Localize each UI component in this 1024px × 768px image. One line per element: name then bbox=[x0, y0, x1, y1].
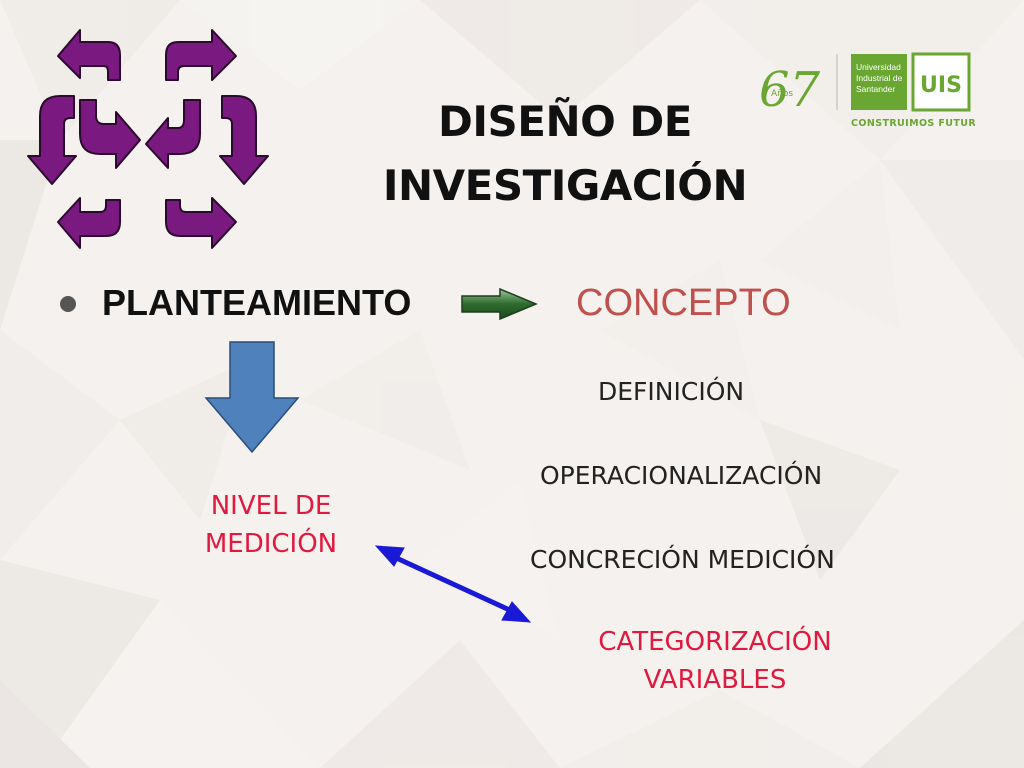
concrecion-medicion-label: CONCRECIÓN MEDICIÓN bbox=[530, 545, 835, 574]
categorizacion-variables-label: CATEGORIZACIÓN VARIABLES bbox=[580, 623, 850, 699]
university-logo: 67 Años Universidad Industrial de Santan… bbox=[759, 52, 975, 129]
bullet-dot bbox=[60, 296, 76, 312]
categ-line-2: VARIABLES bbox=[643, 665, 787, 695]
anniversary-word: Años bbox=[771, 89, 793, 99]
blue-down-arrow-icon bbox=[204, 341, 300, 454]
university-line-3: Santander bbox=[856, 84, 895, 94]
university-line-1: Universidad bbox=[856, 62, 901, 72]
title-line-2: INVESTIGACIÓN bbox=[382, 161, 748, 210]
title-line-1: DISEÑO DE bbox=[438, 97, 692, 146]
nivel-line-2: MEDICIÓN bbox=[204, 529, 338, 559]
circular-arrows-icon bbox=[27, 29, 269, 249]
nivel-line-1: NIVEL DE bbox=[210, 491, 332, 521]
monogram-block bbox=[911, 52, 971, 112]
definicion-label: DEFINICIÓN bbox=[598, 377, 745, 406]
concepto-label: CONCEPTO bbox=[576, 282, 791, 324]
university-tagline: CONSTRUIMOS FUTURO bbox=[851, 118, 975, 129]
operacionalizacion-label: OPERACIONALIZACIÓN bbox=[540, 461, 823, 490]
green-right-arrow-icon bbox=[461, 287, 538, 321]
categ-line-1: CATEGORIZACIÓN bbox=[598, 627, 832, 657]
university-name-block bbox=[851, 54, 907, 110]
nivel-de-medicion-label: NIVEL DE MEDICIÓN bbox=[196, 487, 346, 563]
double-headed-arrow-icon bbox=[374, 545, 532, 623]
uis-monogram: UIS bbox=[920, 73, 962, 98]
anniversary-badge: 67 Años bbox=[759, 62, 821, 118]
university-line-2: Industrial de bbox=[856, 73, 903, 83]
anniversary-number: 67 bbox=[759, 62, 821, 118]
planteamiento-label: PLANTEAMIENTO bbox=[102, 282, 412, 323]
slide-title: DISEÑO DE INVESTIGACIÓN bbox=[340, 90, 790, 218]
